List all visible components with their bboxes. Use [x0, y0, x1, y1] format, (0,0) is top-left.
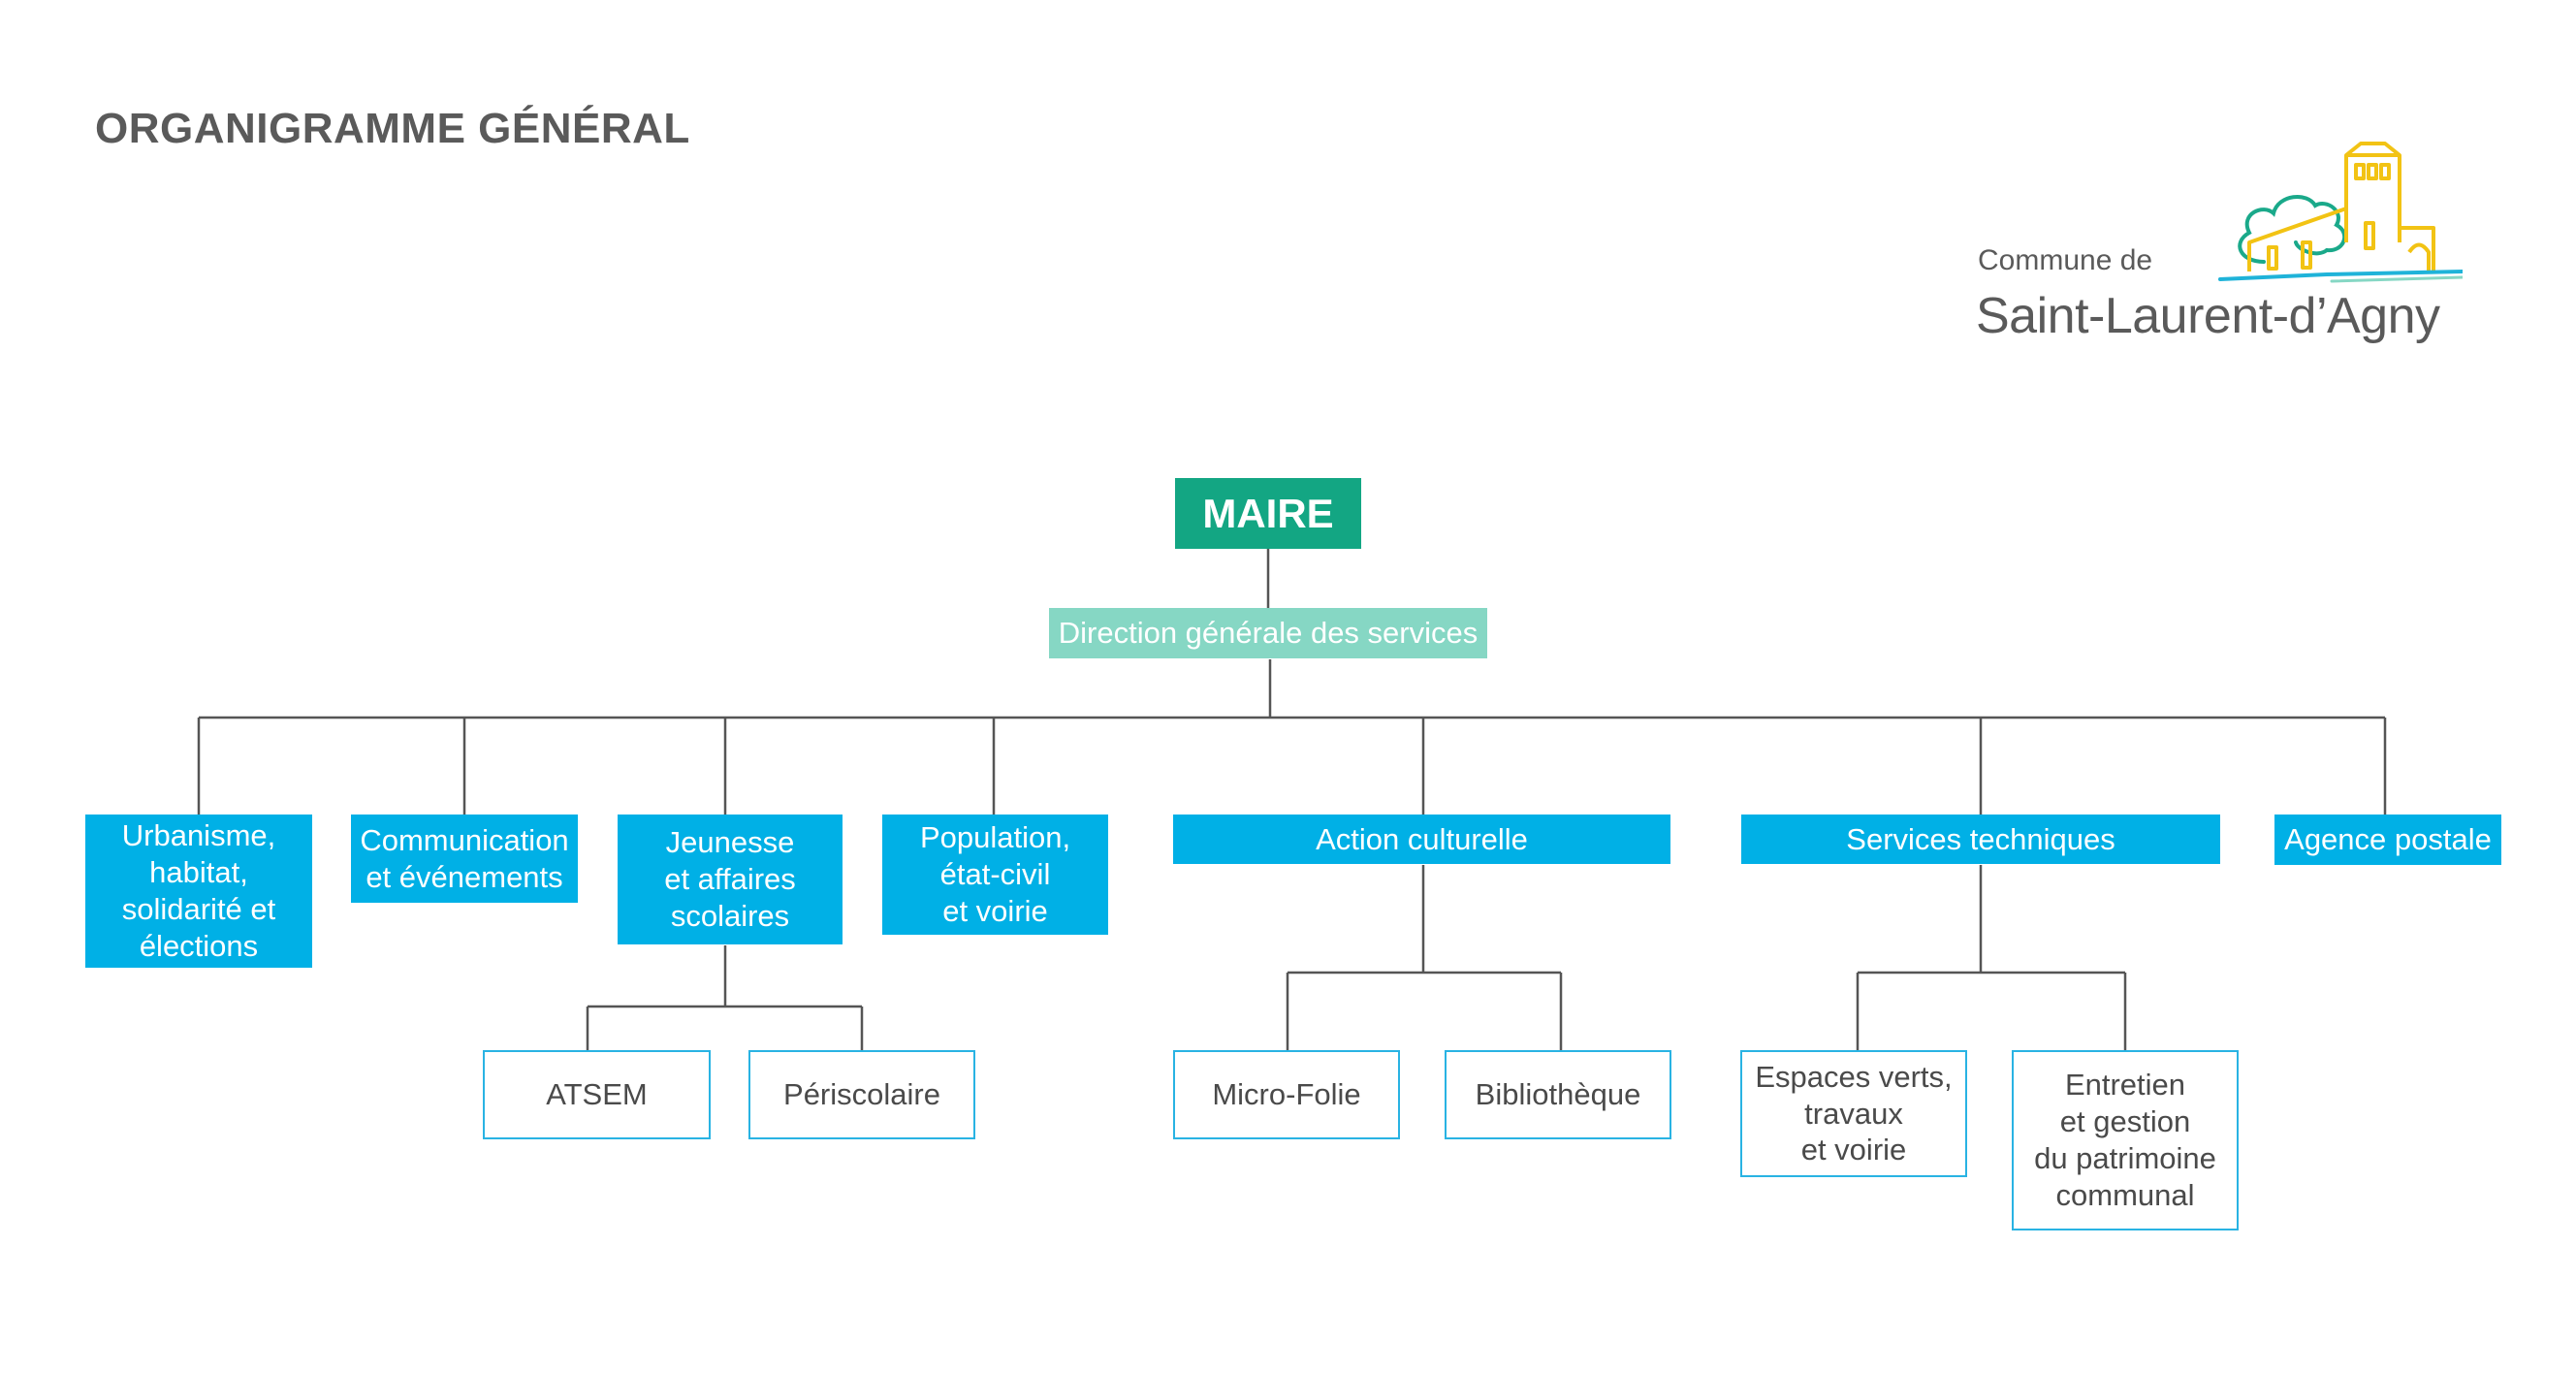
logo-line-commune: Commune de [1978, 244, 2153, 276]
page-title: ORGANIGRAMME GÉNÉRAL [95, 105, 690, 152]
logo-line-name: Saint-Laurent-d’Agny [1976, 288, 2440, 344]
sub-bibliotheque: Bibliothèque [1445, 1050, 1671, 1139]
service-jeunesse: Jeunesse et affaires scolaires [618, 815, 843, 944]
sub-periscolaire: Périscolaire [748, 1050, 975, 1139]
sub-espaces-verts: Espaces verts, travaux et voirie [1740, 1050, 1967, 1177]
sub-atsem: ATSEM [483, 1050, 711, 1139]
sub-micro-folie: Micro-Folie [1173, 1050, 1400, 1139]
service-action-culturelle: Action culturelle [1173, 815, 1670, 864]
service-services-techniques: Services techniques [1741, 815, 2220, 864]
service-agence-postale: Agence postale [2274, 815, 2501, 865]
sub-entretien-patrimoine: Entretien et gestion du patrimoine commu… [2012, 1050, 2239, 1230]
church-logo-icon [2218, 142, 2463, 283]
service-population: Population, état-civil et voirie [882, 815, 1108, 935]
service-urbanisme: Urbanisme, habitat, solidarité et électi… [85, 815, 312, 968]
direction-generale-box: Direction générale des services [1049, 608, 1487, 658]
service-communication: Communication et événements [351, 815, 578, 903]
maire-box: MAIRE [1175, 478, 1361, 549]
